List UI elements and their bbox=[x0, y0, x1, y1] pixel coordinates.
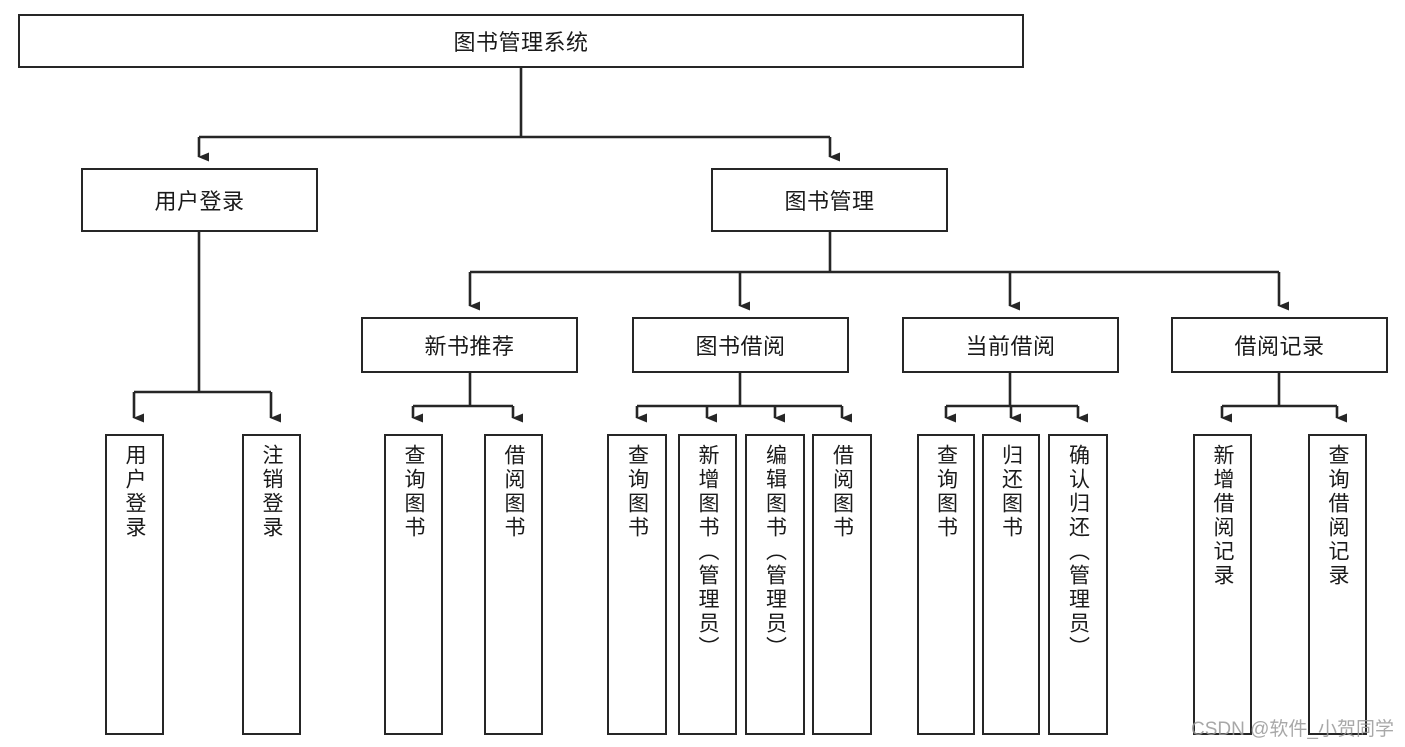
node-book-borrow[interactable]: 图书借阅 bbox=[632, 317, 849, 373]
node-leaf-query-borrow-record[interactable]: 查询借阅记录 bbox=[1308, 434, 1367, 735]
node-root[interactable]: 图书管理系统 bbox=[18, 14, 1024, 68]
node-leaf-recommend-borrow-book-label: 借阅图书 bbox=[502, 444, 525, 540]
node-leaf-user-login[interactable]: 用户登录 bbox=[105, 434, 164, 735]
node-leaf-borrow-query-book[interactable]: 查询图书 bbox=[607, 434, 667, 735]
node-leaf-current-query-book-label: 查询图书 bbox=[934, 444, 958, 540]
node-user-login-label: 用户登录 bbox=[154, 189, 245, 214]
node-leaf-logout-label: 注销登录 bbox=[260, 444, 283, 540]
node-leaf-confirm-return-admin[interactable]: 确认归还（管理员） bbox=[1048, 434, 1108, 735]
node-leaf-add-book-admin[interactable]: 新增图书（管理员） bbox=[678, 434, 737, 735]
node-leaf-logout[interactable]: 注销登录 bbox=[242, 434, 301, 735]
node-leaf-borrow-book[interactable]: 借阅图书 bbox=[812, 434, 872, 735]
node-borrow-record-label: 借阅记录 bbox=[1234, 334, 1325, 359]
node-leaf-recommend-borrow-book[interactable]: 借阅图书 bbox=[484, 434, 543, 735]
node-leaf-add-borrow-record[interactable]: 新增借阅记录 bbox=[1193, 434, 1252, 735]
node-leaf-borrow-query-book-label: 查询图书 bbox=[625, 444, 649, 540]
node-leaf-recommend-query-book-label: 查询图书 bbox=[402, 444, 425, 540]
node-leaf-add-book-admin-label: 新增图书（管理员） bbox=[696, 444, 719, 660]
node-leaf-query-borrow-record-label: 查询借阅记录 bbox=[1326, 444, 1349, 588]
node-current-borrow[interactable]: 当前借阅 bbox=[902, 317, 1119, 373]
node-book-management-label: 图书管理 bbox=[784, 189, 875, 214]
node-leaf-edit-book-admin[interactable]: 编辑图书（管理员） bbox=[745, 434, 805, 735]
node-current-borrow-label: 当前借阅 bbox=[965, 334, 1056, 359]
node-book-borrow-label: 图书借阅 bbox=[695, 334, 786, 359]
node-root-label: 图书管理系统 bbox=[453, 30, 589, 55]
node-leaf-return-book[interactable]: 归还图书 bbox=[982, 434, 1040, 735]
node-leaf-confirm-return-admin-label: 确认归还（管理员） bbox=[1066, 444, 1090, 660]
node-leaf-recommend-query-book[interactable]: 查询图书 bbox=[384, 434, 443, 735]
node-leaf-borrow-book-label: 借阅图书 bbox=[830, 444, 854, 540]
node-leaf-return-book-label: 归还图书 bbox=[999, 444, 1023, 540]
node-book-management[interactable]: 图书管理 bbox=[711, 168, 948, 232]
node-new-book-recommend[interactable]: 新书推荐 bbox=[361, 317, 578, 373]
watermark-text: CSDN @软件_小贺同学 bbox=[1191, 719, 1394, 740]
node-user-login[interactable]: 用户登录 bbox=[81, 168, 318, 232]
node-leaf-user-login-label: 用户登录 bbox=[123, 444, 146, 540]
node-leaf-edit-book-admin-label: 编辑图书（管理员） bbox=[763, 444, 787, 660]
node-leaf-current-query-book[interactable]: 查询图书 bbox=[917, 434, 975, 735]
node-leaf-add-borrow-record-label: 新增借阅记录 bbox=[1211, 444, 1234, 588]
node-new-book-recommend-label: 新书推荐 bbox=[424, 334, 515, 359]
node-borrow-record[interactable]: 借阅记录 bbox=[1171, 317, 1388, 373]
